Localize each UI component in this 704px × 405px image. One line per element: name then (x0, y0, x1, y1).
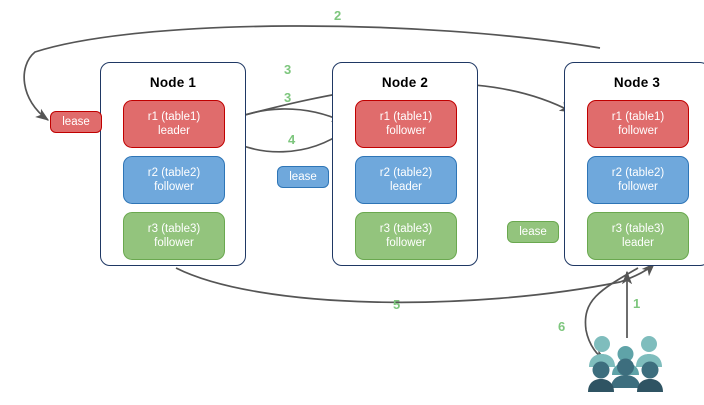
replica-r2[interactable]: r2 (table2) follower (587, 156, 689, 204)
replica-r1[interactable]: r1 (table1) follower (587, 100, 689, 148)
node-container-3: Node 3 r1 (table1) follower r2 (table2) … (564, 62, 704, 266)
step-label-5: 5 (393, 297, 401, 312)
replica-name: r3 (table3) (379, 223, 433, 235)
replica-role: leader (622, 237, 654, 249)
step-label-3b: 3 (284, 90, 292, 105)
replica-name: r2 (table2) (147, 167, 201, 179)
replica-r2[interactable]: r2 (table2) leader (355, 156, 457, 204)
step-label-2: 2 (334, 8, 342, 23)
replica-name: r2 (table2) (611, 167, 665, 179)
replica-role: follower (386, 237, 426, 249)
users-icon (588, 336, 663, 392)
replica-r2[interactable]: r2 (table2) follower (123, 156, 225, 204)
replica-role: follower (618, 125, 658, 137)
replica-name: r2 (table2) (379, 167, 433, 179)
replica-r1[interactable]: r1 (table1) leader (123, 100, 225, 148)
replica-r3[interactable]: r3 (table3) leader (587, 212, 689, 260)
replica-role: follower (386, 125, 426, 137)
replica-name: r1 (table1) (379, 111, 433, 123)
step-label-3a: 3 (284, 62, 292, 77)
step-label-4: 4 (288, 132, 296, 147)
replica-role: leader (158, 125, 190, 137)
replica-name: r1 (table1) (611, 111, 665, 123)
node-title: Node 1 (149, 75, 197, 90)
lease-badge-blue[interactable]: lease (277, 166, 329, 188)
replica-name: r1 (table1) (147, 111, 201, 123)
replica-name: r3 (table3) (147, 223, 201, 235)
edge-step-5 (175, 263, 655, 304)
replica-role: follower (618, 181, 658, 193)
node-container-2: Node 2 r1 (table1) follower r2 (table2) … (332, 62, 478, 266)
node-title: Node 3 (613, 75, 661, 90)
lease-badge-red[interactable]: lease (50, 111, 102, 133)
replica-role: follower (154, 181, 194, 193)
replica-r3[interactable]: r3 (table3) follower (123, 212, 225, 260)
replica-r3[interactable]: r3 (table3) follower (355, 212, 457, 260)
step-label-6: 6 (558, 319, 566, 334)
replica-role: leader (390, 181, 422, 193)
node-title: Node 2 (381, 75, 429, 90)
step-label-1: 1 (633, 296, 641, 311)
replica-name: r3 (table3) (611, 223, 665, 235)
node-container-1: Node 1 r1 (table1) leader r2 (table2) fo… (100, 62, 246, 266)
lease-badge-green[interactable]: lease (507, 221, 559, 243)
replica-r1[interactable]: r1 (table1) follower (355, 100, 457, 148)
replica-role: follower (154, 237, 194, 249)
